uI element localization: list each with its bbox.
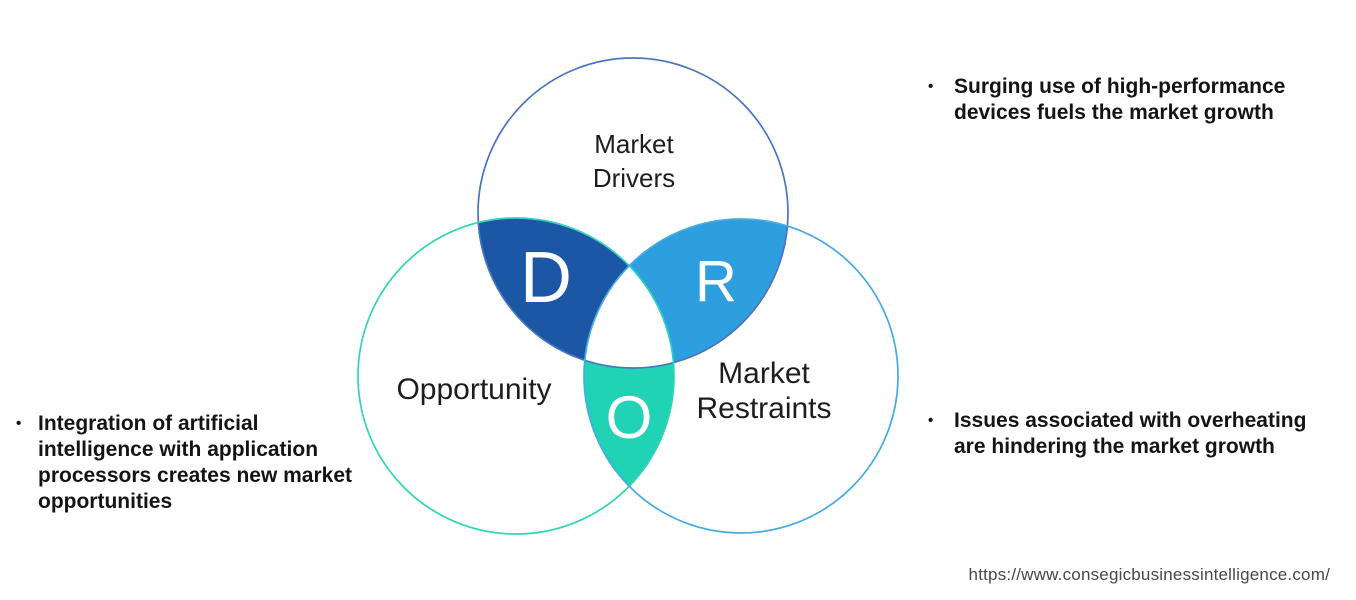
intersection-d-letter: D — [520, 238, 572, 318]
restraints-label: Market Restraints — [696, 357, 832, 425]
bullet-item-driver: • Surging use of high-performance device… — [928, 74, 1334, 126]
bullet-icon: • — [16, 415, 22, 432]
drivers-circle-outline — [477, 57, 789, 369]
bullet-icon: • — [928, 78, 934, 95]
restraints-circle-outline — [583, 218, 899, 534]
bullet-text-opportunity: Integration of artificial intelligence w… — [38, 412, 353, 513]
intersection-r-region — [584, 219, 788, 368]
intersection-o-letter: O — [605, 383, 653, 451]
drivers-label: Market Drivers — [592, 129, 676, 193]
bullet-icon: • — [928, 412, 934, 429]
source-url[interactable]: https://www.consegicbusinessintelligence… — [968, 565, 1330, 584]
opportunity-label: Opportunity — [396, 373, 552, 406]
intersection-r-letter: R — [695, 248, 737, 314]
opportunity-circle-outline — [357, 217, 675, 535]
bullet-text-driver: Surging use of high-performance devices … — [954, 75, 1286, 124]
bullet-item-restraint: • Issues associated with overheating are… — [928, 408, 1334, 460]
intersection-d-region — [478, 218, 674, 368]
bullet-text-restraint: Issues associated with overheating are h… — [954, 409, 1307, 458]
bullet-item-opportunity: • Integration of artificial intelligence… — [16, 411, 362, 515]
